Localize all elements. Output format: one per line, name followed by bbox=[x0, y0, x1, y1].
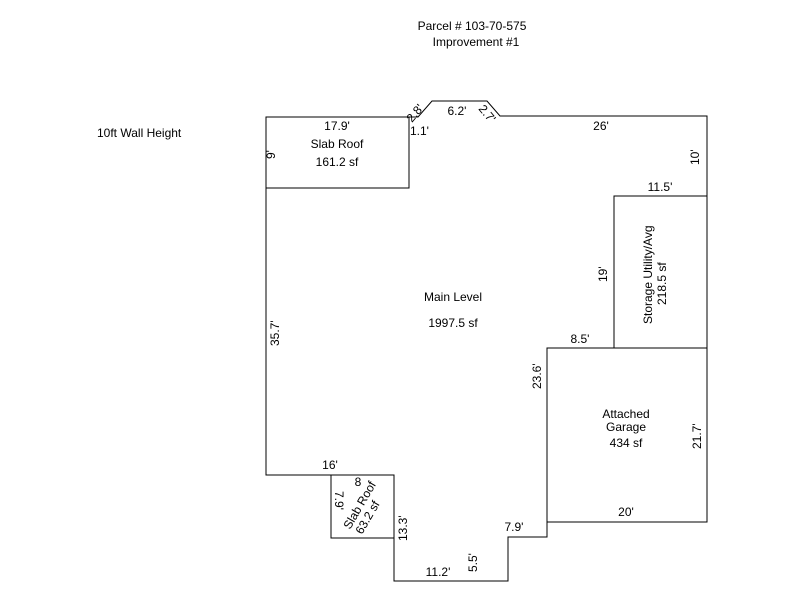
dim-bay-mid: 6.2' bbox=[448, 104, 467, 118]
dim-left-side: 35.7' bbox=[268, 320, 282, 346]
storage-area: 218.5 sf bbox=[655, 262, 669, 305]
dim-slab-top-width: 17.9' bbox=[324, 119, 350, 133]
dim-slab-bottom-top: 8 bbox=[355, 475, 362, 489]
dim-bottom-width: 11.2' bbox=[426, 565, 451, 579]
dim-storage-height: 19' bbox=[596, 266, 610, 282]
wall-height-note: 10ft Wall Height bbox=[97, 126, 182, 140]
dim-bottom-rise: 5.5' bbox=[466, 553, 480, 572]
dim-bay-right: 2.7' bbox=[476, 102, 499, 126]
garage-name-line1: Attached bbox=[602, 407, 649, 421]
dim-garage-left: 23.6' bbox=[530, 363, 544, 389]
dim-slab-top-height: 9' bbox=[264, 150, 278, 159]
dim-right-upper: 10' bbox=[688, 149, 702, 165]
dim-slab-bottom-side: 7.9' bbox=[332, 491, 346, 510]
main-level-area: 1997.5 sf bbox=[428, 316, 478, 330]
dim-bottom-step: 7.9' bbox=[505, 520, 524, 534]
dim-bay-left: 2.8' bbox=[404, 101, 427, 125]
dim-top-right: 26' bbox=[593, 119, 609, 133]
garage-area: 434 sf bbox=[610, 436, 643, 450]
main-level-name: Main Level bbox=[424, 290, 482, 304]
parcel-number: Parcel # 103-70-575 bbox=[418, 19, 527, 33]
dim-storage-bottom: 8.5' bbox=[571, 332, 590, 346]
dim-garage-right: 21.7' bbox=[690, 423, 704, 449]
dim-storage-width: 11.5' bbox=[648, 180, 673, 194]
slab-roof-top-area: 161.2 sf bbox=[316, 155, 359, 169]
improvement-number: Improvement #1 bbox=[433, 35, 520, 49]
slab-roof-top bbox=[265, 116, 410, 189]
dim-garage-bottom: 20' bbox=[618, 505, 634, 519]
slab-roof-bottom bbox=[330, 474, 395, 539]
attached-garage bbox=[546, 347, 708, 523]
storage-name: Storage Utility/Avg bbox=[641, 226, 655, 325]
dim-slab-bottom-right: 13.3' bbox=[396, 515, 410, 541]
garage-name-line2: Garage bbox=[606, 420, 646, 434]
dim-left-bottom: 16' bbox=[322, 458, 338, 472]
slab-roof-top-name: Slab Roof bbox=[311, 137, 364, 151]
dim-step-1-1: 1.1' bbox=[410, 124, 429, 138]
